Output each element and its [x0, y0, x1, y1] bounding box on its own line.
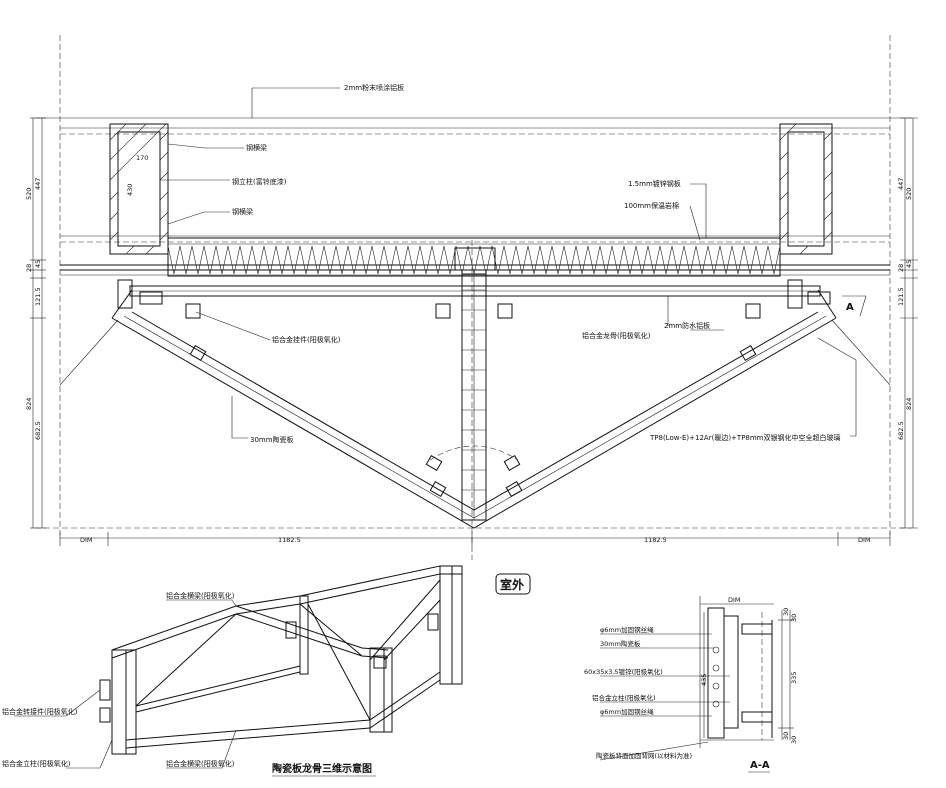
steel-column-left	[109, 123, 169, 255]
dim-682-left: 682.5	[34, 421, 42, 440]
iso-title: 陶瓷板龙骨三维示意图	[272, 762, 372, 775]
iso-label-column: 铝合金立柱(阳极氧化)	[2, 759, 71, 768]
aa-label-rebar-top: φ6mm加固钢丝绳	[600, 625, 654, 634]
label-waterproof-panel: 2mm防水铝板	[664, 321, 710, 330]
aa-label-ceramic: 30mm陶瓷板	[600, 639, 641, 648]
dim-170: 170	[136, 154, 148, 162]
aa-dim-30c: 30	[782, 732, 790, 740]
iso-labels: 室外 铝合金横梁(阳极氧化) 铝合金转接件(阳极氧化) 铝合金立柱(阳极氧化) …	[2, 573, 531, 777]
aa-dim-30b: 30	[790, 614, 798, 622]
dim-45-left: 45	[34, 260, 42, 268]
iso-label-beam-top: 铝合金横梁(阳极氧化)	[166, 591, 235, 600]
aa-dim-435: 435	[700, 674, 708, 686]
dim-682-right: 682.5	[897, 421, 905, 440]
dim-121-left: 121.5	[34, 287, 42, 306]
dim-520-right: 520	[905, 188, 913, 200]
label-galv-plate: 1.5mm镀锌钢板	[628, 179, 681, 188]
label-span-left: 1182.5	[278, 536, 301, 544]
dim-520-left: 520	[25, 188, 33, 200]
dim-45-right: 45	[905, 260, 913, 268]
dimension-column-right	[900, 117, 918, 529]
dim-447-right: 447	[897, 178, 905, 190]
aa-label-back-fix: 陶瓷板背面加固背网(以材料为准)	[596, 751, 692, 760]
outdoor-tag: 室外	[500, 577, 524, 592]
dim-447-left: 447	[34, 178, 42, 190]
aa-dim-30d: 30	[790, 736, 798, 744]
center-mullion	[454, 240, 496, 560]
iso-frame	[99, 565, 463, 755]
aa-label-steel-tube: 60x35x3.5镀锌(阳极氧化)	[584, 667, 663, 676]
label-insulation: 100mm保温岩棉	[624, 201, 679, 210]
keel-rail	[117, 279, 831, 319]
aa-label-rebar-bottom: φ6mm加固钢丝绳	[600, 707, 654, 716]
aa-dim-335: 335	[790, 672, 798, 684]
dim-28-right: 28	[897, 264, 905, 272]
dimension-column-left	[30, 117, 46, 529]
label-span-right: 1182.5	[644, 536, 667, 544]
label-dim-left: DIM	[80, 536, 93, 544]
label-steel-beam-2: 钢横梁	[232, 207, 253, 216]
aa-dim-30a: 30	[782, 608, 790, 616]
iso-label-connector: 铝合金转接件(阳极氧化)	[2, 707, 78, 716]
label-steel-beam-1: 钢横梁	[246, 143, 267, 152]
v-ceramic-boards	[111, 289, 837, 529]
section-a-a: DIM 30 30 335 435 30 30 φ6mm加固钢丝绳 30mm陶瓷…	[584, 596, 798, 773]
dimension-row-bottom	[59, 532, 891, 546]
leader-lines	[160, 87, 857, 439]
dim-121-right: 121.5	[897, 287, 905, 306]
label-al-keel: 铝合金龙骨(阳极氧化)	[582, 331, 651, 340]
frame-lines	[35, 35, 912, 535]
label-glass: TP8(Low-E)+12Ar(暖边)+TP8mm双银钢化中空全超白玻璃	[649, 433, 841, 442]
label-ceramic-board: 30mm陶瓷板	[250, 435, 294, 444]
steel-column-right	[779, 123, 833, 255]
iso-label-beam-bottom: 铝合金横梁(阳极氧化)	[166, 759, 235, 768]
aa-dim-top: DIM	[728, 596, 741, 604]
label-top-panel: 2mm粉末喷涂铝板	[344, 83, 404, 92]
aa-title: A-A	[750, 760, 770, 771]
label-dim-right: DIM	[858, 536, 871, 544]
guide-lines	[59, 295, 891, 386]
label-group-main: 2mm粉末喷涂铝板 钢横梁 钢立柱(富铃底漆) 钢横梁 1.5mm镀锌钢板 10…	[80, 83, 871, 544]
label-al-hanger: 铝合金挂件(阳极氧化)	[272, 335, 341, 344]
dim-numbers-right: 520 447 45 28 121.5 824 682.5	[897, 178, 913, 440]
marker-a: A	[846, 302, 854, 313]
dim-numbers-left: 520 447 170 430 45 28 121.5 824 682.5	[25, 154, 148, 440]
dim-28-left: 28	[25, 264, 33, 272]
dim-430: 430	[126, 184, 134, 196]
dim-824-left: 824	[25, 398, 33, 410]
dim-824-right: 824	[905, 398, 913, 410]
aa-label-al-column: 铝合金立柱(阳极氧化)	[592, 693, 656, 702]
label-steel-column: 钢立柱(富铃底漆)	[232, 177, 287, 186]
